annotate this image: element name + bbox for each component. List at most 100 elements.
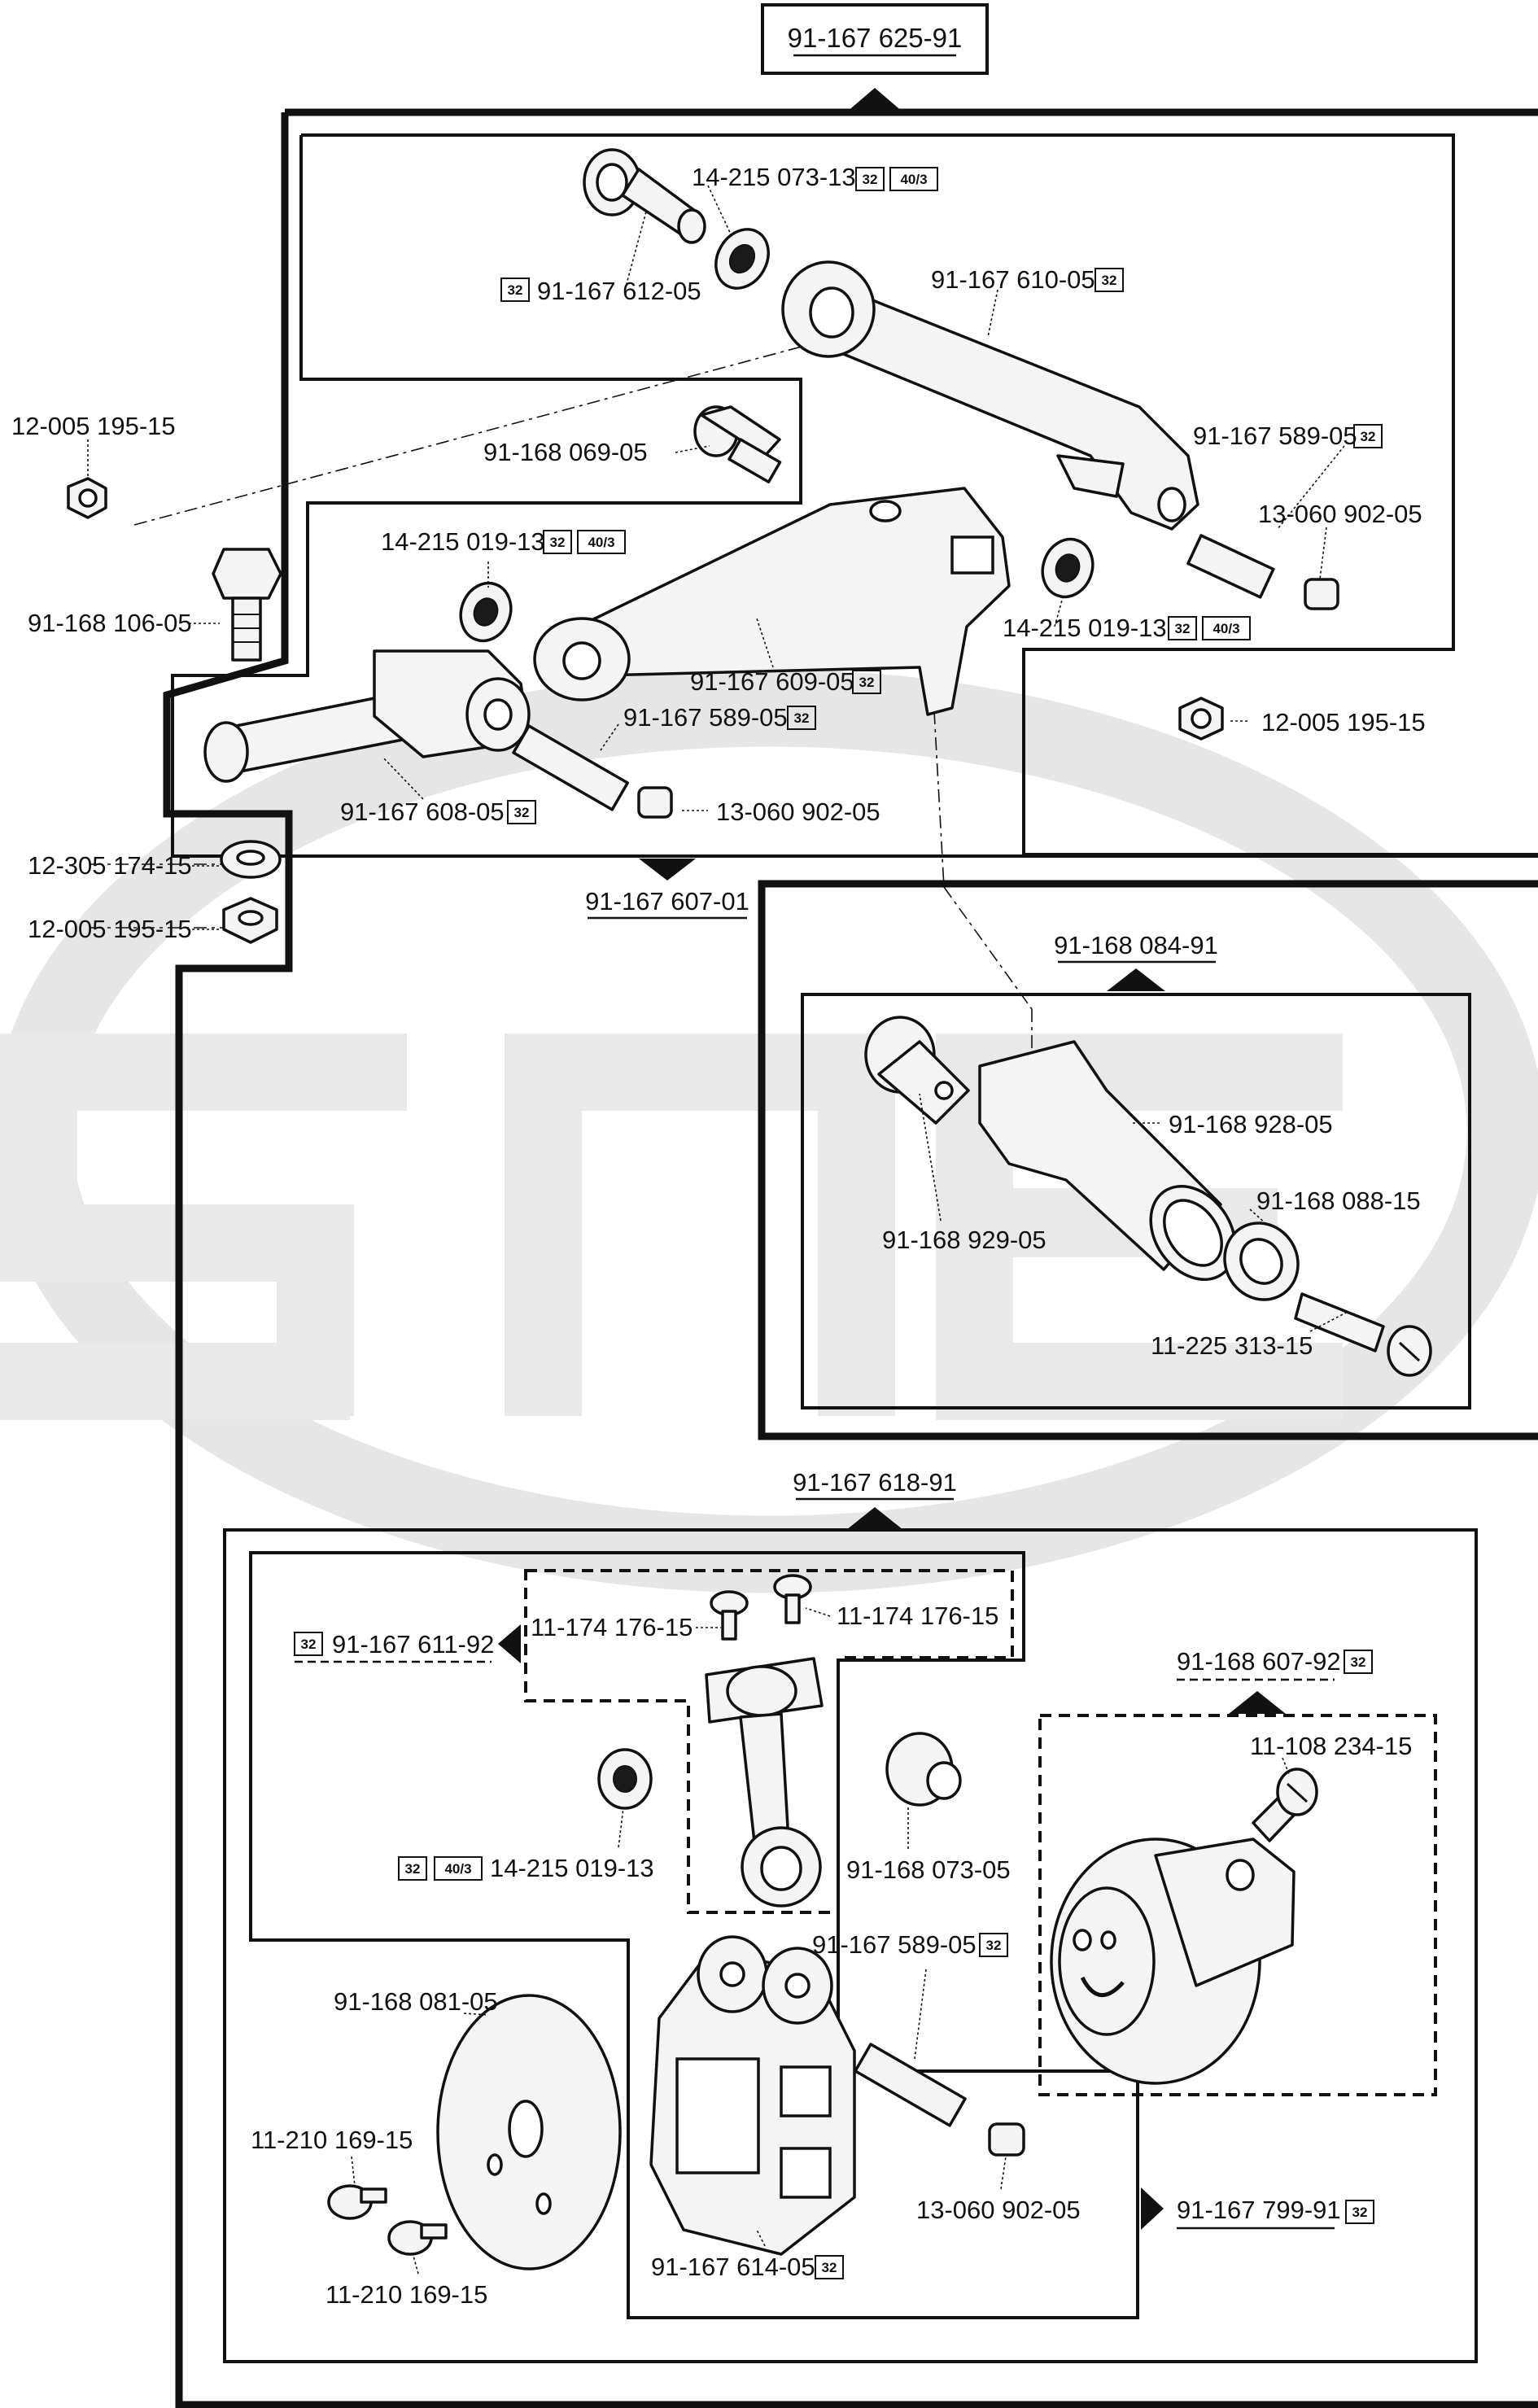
svg-text:32: 32: [1352, 2205, 1368, 2220]
label-disc-081: 91-168 081-05: [334, 1987, 498, 2016]
label-pin-589-lower: 91-167 589-05: [623, 703, 788, 732]
housing-928-part: [978, 1040, 1237, 1281]
lower-upper-marker: [639, 859, 696, 881]
svg-text:40/3: 40/3: [444, 1861, 471, 1877]
part-labels: 14-215 073-13 32 40/3 32 91-167 612-05 9…: [11, 163, 1426, 2309]
pin-612-part: [583, 148, 706, 244]
label-screw-176-left: 11-174 176-15: [531, 1613, 693, 1641]
svg-text:32: 32: [550, 535, 566, 550]
svg-text:40/3: 40/3: [1212, 621, 1239, 636]
conrod-part: [705, 1657, 824, 1908]
label-sleeve-929: 91-168 929-05: [882, 1226, 1046, 1254]
label-bearing-019-left: 14-215 019-13: [381, 527, 545, 556]
label-pin-069: 91-168 069-05: [483, 438, 648, 466]
label-pin-612: 91-167 612-05: [537, 277, 701, 305]
screw-313-part: [1294, 1292, 1432, 1377]
hub-part: [1050, 1838, 1296, 2085]
top-header-marker: [846, 88, 903, 112]
label-housing-928: 91-168 928-05: [1169, 1110, 1333, 1138]
pin-589-upper-part: [1186, 534, 1275, 599]
label-screw-234: 11-108 234-15: [1250, 1732, 1412, 1760]
lever-609-part: [533, 487, 1011, 716]
nut-left-lower-part: [222, 897, 278, 944]
svg-text:32: 32: [1175, 621, 1191, 636]
screw-169-lower-part: [387, 2220, 448, 2256]
label-nut-upper-left: 12-005 195-15: [11, 412, 176, 440]
bearing-019-bottom-part: [597, 1748, 653, 1810]
label-screw-169-upper: 11-210 169-15: [251, 2126, 413, 2154]
top-header-label: 91-167 625-91: [788, 23, 963, 53]
svg-text:32: 32: [1361, 429, 1376, 444]
svg-text:32: 32: [405, 1861, 421, 1877]
pin-589-bottom-part: [854, 2043, 967, 2127]
label-bushing-073: 91-168 073-05: [846, 1855, 1011, 1884]
svg-text:91-167 618-91: 91-167 618-91: [793, 1468, 957, 1497]
bearing-019-left-part: [459, 581, 513, 643]
label-pin-589-upper: 91-167 589-05: [1193, 422, 1357, 450]
conrod-assembly-label: 32 91-167 611-92: [294, 1630, 494, 1663]
sleeve-929-part: [864, 1016, 970, 1125]
conrod-dashed-frame: [524, 1569, 1014, 1914]
leader-lines: [87, 185, 1348, 2275]
svg-text:32: 32: [863, 172, 878, 187]
disc-081-part: [436, 1994, 622, 2270]
svg-text:32: 32: [822, 2260, 837, 2275]
screw-176-left-part: [710, 1590, 749, 1641]
label-bearing-073: 14-215 073-13: [692, 163, 856, 191]
label-cap-902-upper: 13-060 902-05: [1258, 500, 1422, 528]
label-bolt-106: 91-168 106-05: [28, 609, 192, 637]
screw-176-right-part: [773, 1574, 812, 1624]
bottom-header-marker: [846, 1507, 903, 1530]
label-screw-313: 11-225 313-15: [1151, 1331, 1313, 1360]
label-bearing-019-right: 14-215 019-13: [1003, 614, 1167, 642]
hub-assembly-label: 91-168 607-92 32: [1177, 1647, 1373, 1681]
nut-left-upper-part: [67, 477, 107, 519]
label-pin-589-bottom: 91-167 589-05: [812, 1930, 977, 1959]
axis-lines: [90, 343, 1033, 1058]
label-lever-610: 91-167 610-05: [931, 265, 1095, 294]
top-header-box: 91-167 625-91: [761, 3, 989, 75]
washer-088-part: [1223, 1221, 1300, 1301]
hub-marker: [1229, 1691, 1286, 1714]
svg-text:32: 32: [508, 282, 523, 298]
label-nut-right: 12-005 195-15: [1261, 708, 1426, 736]
label-washer-174: 12-305 174-15: [28, 851, 192, 880]
bottom-header-label: 91-167 618-91: [793, 1468, 957, 1501]
right-assembly-label: 91-168 084-91: [1054, 931, 1218, 964]
svg-text:32: 32: [1351, 1654, 1366, 1670]
label-cage-614: 91-167 614-05: [651, 2253, 815, 2281]
svg-text:32: 32: [1102, 273, 1117, 288]
pin-589-lower-part: [512, 724, 629, 811]
cage-part: [649, 1935, 856, 2256]
right-assembly-frame: [758, 880, 1538, 1440]
svg-text:32: 32: [514, 805, 530, 820]
bolt-106-part: [212, 548, 282, 662]
label-screw-176-right: 11-174 176-15: [837, 1602, 998, 1630]
lower-upper-assembly-label: 91-167 607-01: [585, 887, 749, 920]
bearing-073-part: [714, 228, 770, 290]
svg-text:32: 32: [794, 710, 810, 726]
svg-text:40/3: 40/3: [900, 172, 927, 187]
bearing-019-right-part: [1041, 537, 1095, 599]
cage-assembly-label: 91-167 799-91 32: [1177, 2196, 1374, 2230]
label-shaft-608: 91-167 608-05: [340, 798, 505, 826]
hub-dashed-frame: [1038, 1714, 1437, 2096]
label-lever-609: 91-167 609-05: [690, 667, 854, 696]
label-cap-902-bottom: 13-060 902-05: [916, 2196, 1081, 2224]
svg-text:32: 32: [986, 1938, 1002, 1953]
cage-marker: [1141, 2187, 1164, 2230]
label-washer-088: 91-168 088-15: [1256, 1187, 1421, 1215]
conrod-marker: [498, 1624, 521, 1663]
svg-text:32: 32: [301, 1637, 317, 1652]
svg-text:40/3: 40/3: [588, 535, 614, 550]
screw-234-part: [1252, 1768, 1318, 1842]
lever-610-part: [781, 260, 1199, 531]
shaft-608-part: [203, 649, 531, 783]
label-nut-left-lower: 12-005 195-15: [28, 915, 192, 943]
pin-069-part: [693, 405, 782, 483]
svg-text:91-167 607-01: 91-167 607-01: [585, 887, 749, 916]
label-cap-902-lower: 13-060 902-05: [716, 798, 880, 826]
right-assembly-marker: [1107, 968, 1165, 991]
washer-174-part: [220, 840, 282, 879]
